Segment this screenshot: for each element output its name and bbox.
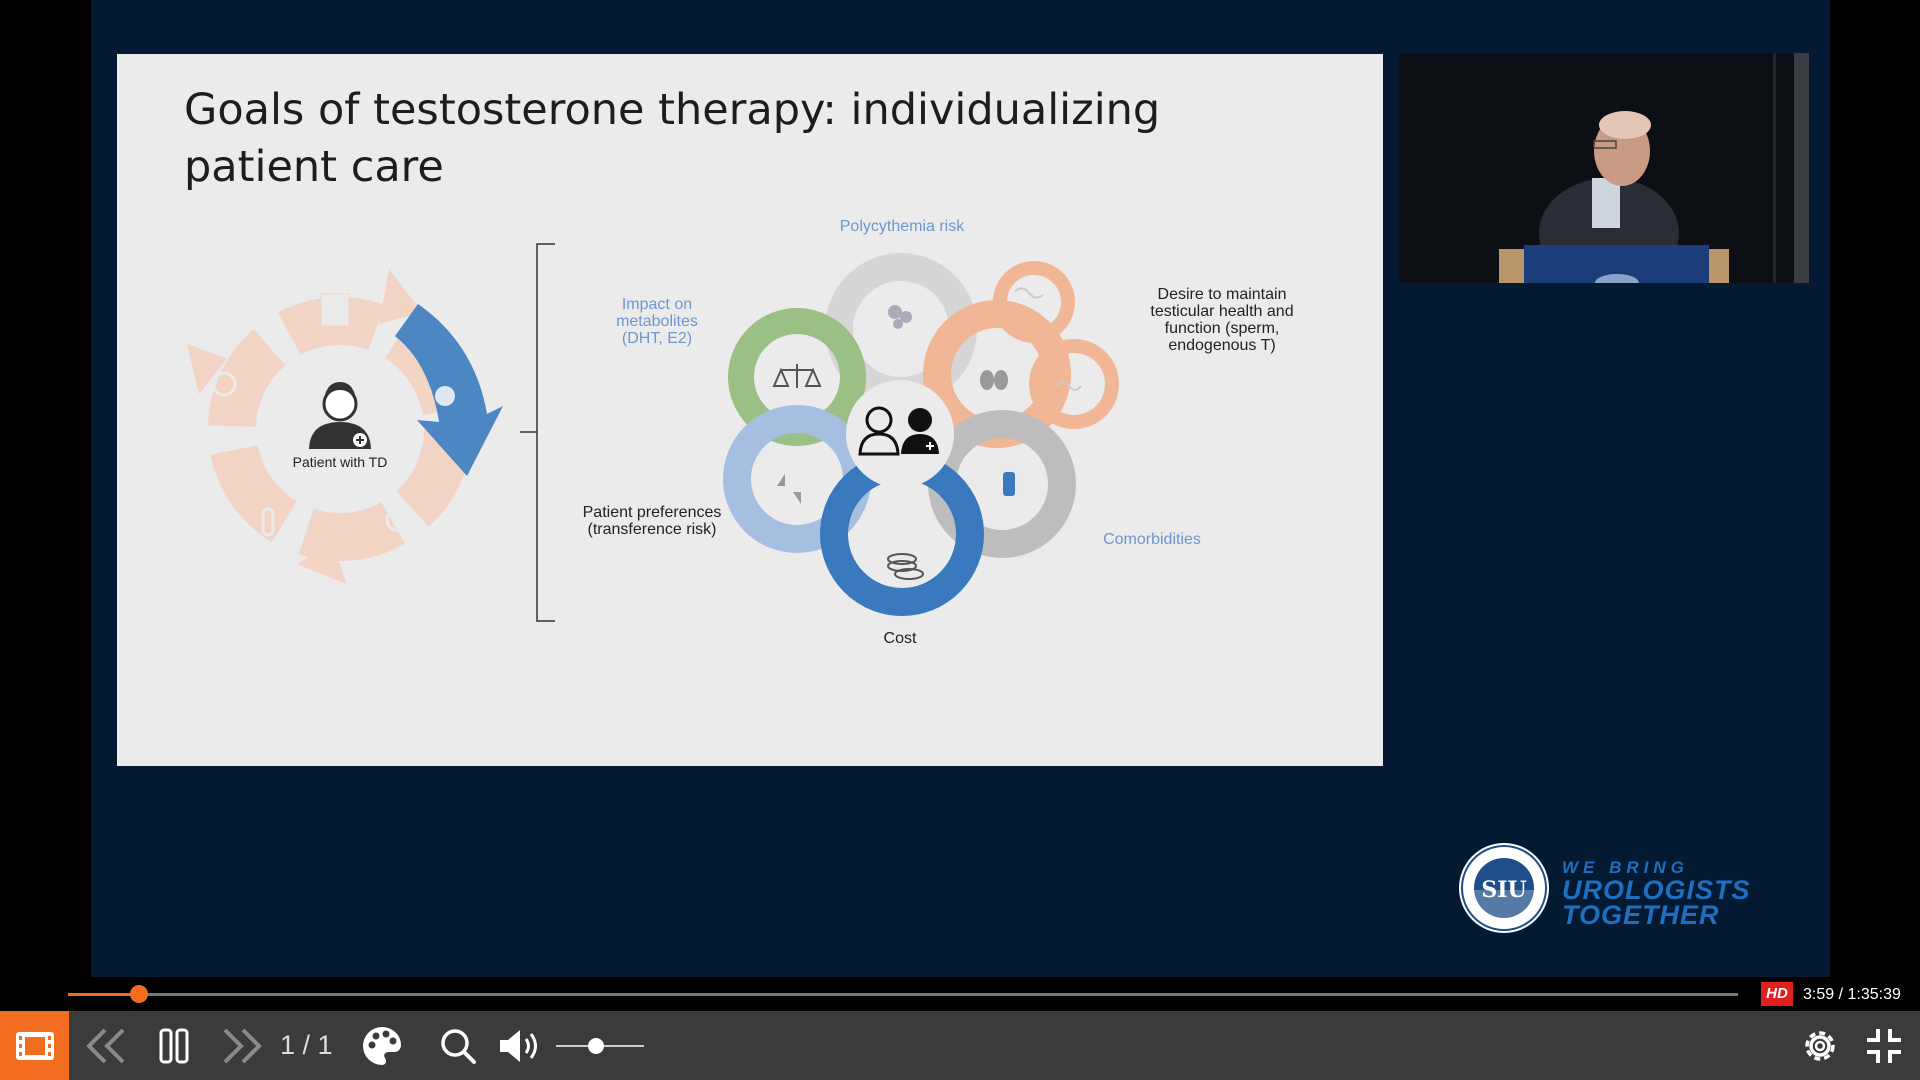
pills-icon	[888, 305, 912, 329]
slide-title: Goals of testosterone therapy: individua…	[184, 85, 1161, 192]
gears-icon	[435, 386, 455, 406]
settings-icon	[1805, 1030, 1835, 1061]
time-display: 3:59 / 1:35:39	[1803, 986, 1901, 1003]
volume-handle[interactable]	[587, 1038, 604, 1054]
volume-icon	[500, 1029, 537, 1062]
hd-badge[interactable]: HD	[1761, 982, 1793, 1006]
slide: Goals of testosterone therapy: individua…	[117, 54, 1383, 766]
dna-icon	[1056, 381, 1082, 391]
exit-fullscreen-button[interactable]	[1860, 1011, 1908, 1080]
page-count: 1 / 1	[280, 1030, 333, 1060]
media-list-icon	[15, 1031, 54, 1060]
record-icon	[320, 293, 350, 327]
progress-bar[interactable]	[68, 985, 1738, 1003]
progress-handle[interactable]	[129, 985, 148, 1003]
palette-button[interactable]	[358, 1011, 406, 1080]
tagline: WE BRING UROLOGISTS TOGETHER	[1562, 858, 1751, 930]
siu-seal-text: SIU	[1481, 877, 1526, 903]
toolbar: 1 / 1	[0, 1011, 1920, 1080]
label-cost: Cost	[883, 630, 917, 647]
cycle-center-label: Patient with TD	[292, 454, 388, 470]
media-list-button[interactable]	[0, 1011, 69, 1080]
testes-icon	[980, 370, 1008, 390]
bulb-icon	[385, 508, 409, 532]
patient-icon	[309, 382, 371, 449]
cycle-diagram	[187, 269, 503, 584]
rewind-button[interactable]	[80, 1011, 130, 1080]
speaker-image	[1399, 53, 1809, 283]
thumbs-icon	[777, 474, 801, 504]
label-comorbidities: Comorbidities	[1103, 531, 1201, 548]
exit-fullscreen-icon	[1867, 1028, 1901, 1063]
factor-flower	[723, 253, 1119, 616]
magnifier-icon	[211, 371, 237, 397]
thermometer-icon	[261, 507, 275, 537]
slide-graphic	[187, 243, 1119, 622]
label-testicular: Desire to maintain testicular health and…	[1150, 286, 1294, 354]
fast-forward-icon	[223, 1028, 262, 1063]
speaker-video	[1399, 53, 1809, 283]
fast-forward-button[interactable]	[218, 1011, 268, 1080]
hand-icon	[1003, 472, 1015, 496]
search-button[interactable]	[434, 1011, 482, 1080]
sperm-icon	[1014, 287, 1044, 299]
pause-icon	[159, 1028, 189, 1063]
scales-icon	[772, 364, 822, 388]
pause-button[interactable]	[152, 1011, 196, 1080]
bracket	[520, 243, 555, 622]
search-icon	[441, 1028, 476, 1064]
label-preferences: Patient preferences (transference risk)	[582, 504, 722, 538]
siu-logo: SIU	[1459, 843, 1549, 933]
label-polycythemia: Polycythemia risk	[839, 218, 965, 235]
coins-icon	[887, 553, 924, 580]
label-metabolites: Impact on metabolites (DHT, E2)	[616, 296, 698, 347]
progress-fill	[68, 993, 139, 996]
rewind-icon	[86, 1028, 125, 1063]
clinicians-icon	[858, 406, 939, 456]
settings-button[interactable]	[1795, 1011, 1845, 1080]
volume-button[interactable]	[492, 1011, 548, 1080]
palette-icon	[363, 1026, 401, 1065]
